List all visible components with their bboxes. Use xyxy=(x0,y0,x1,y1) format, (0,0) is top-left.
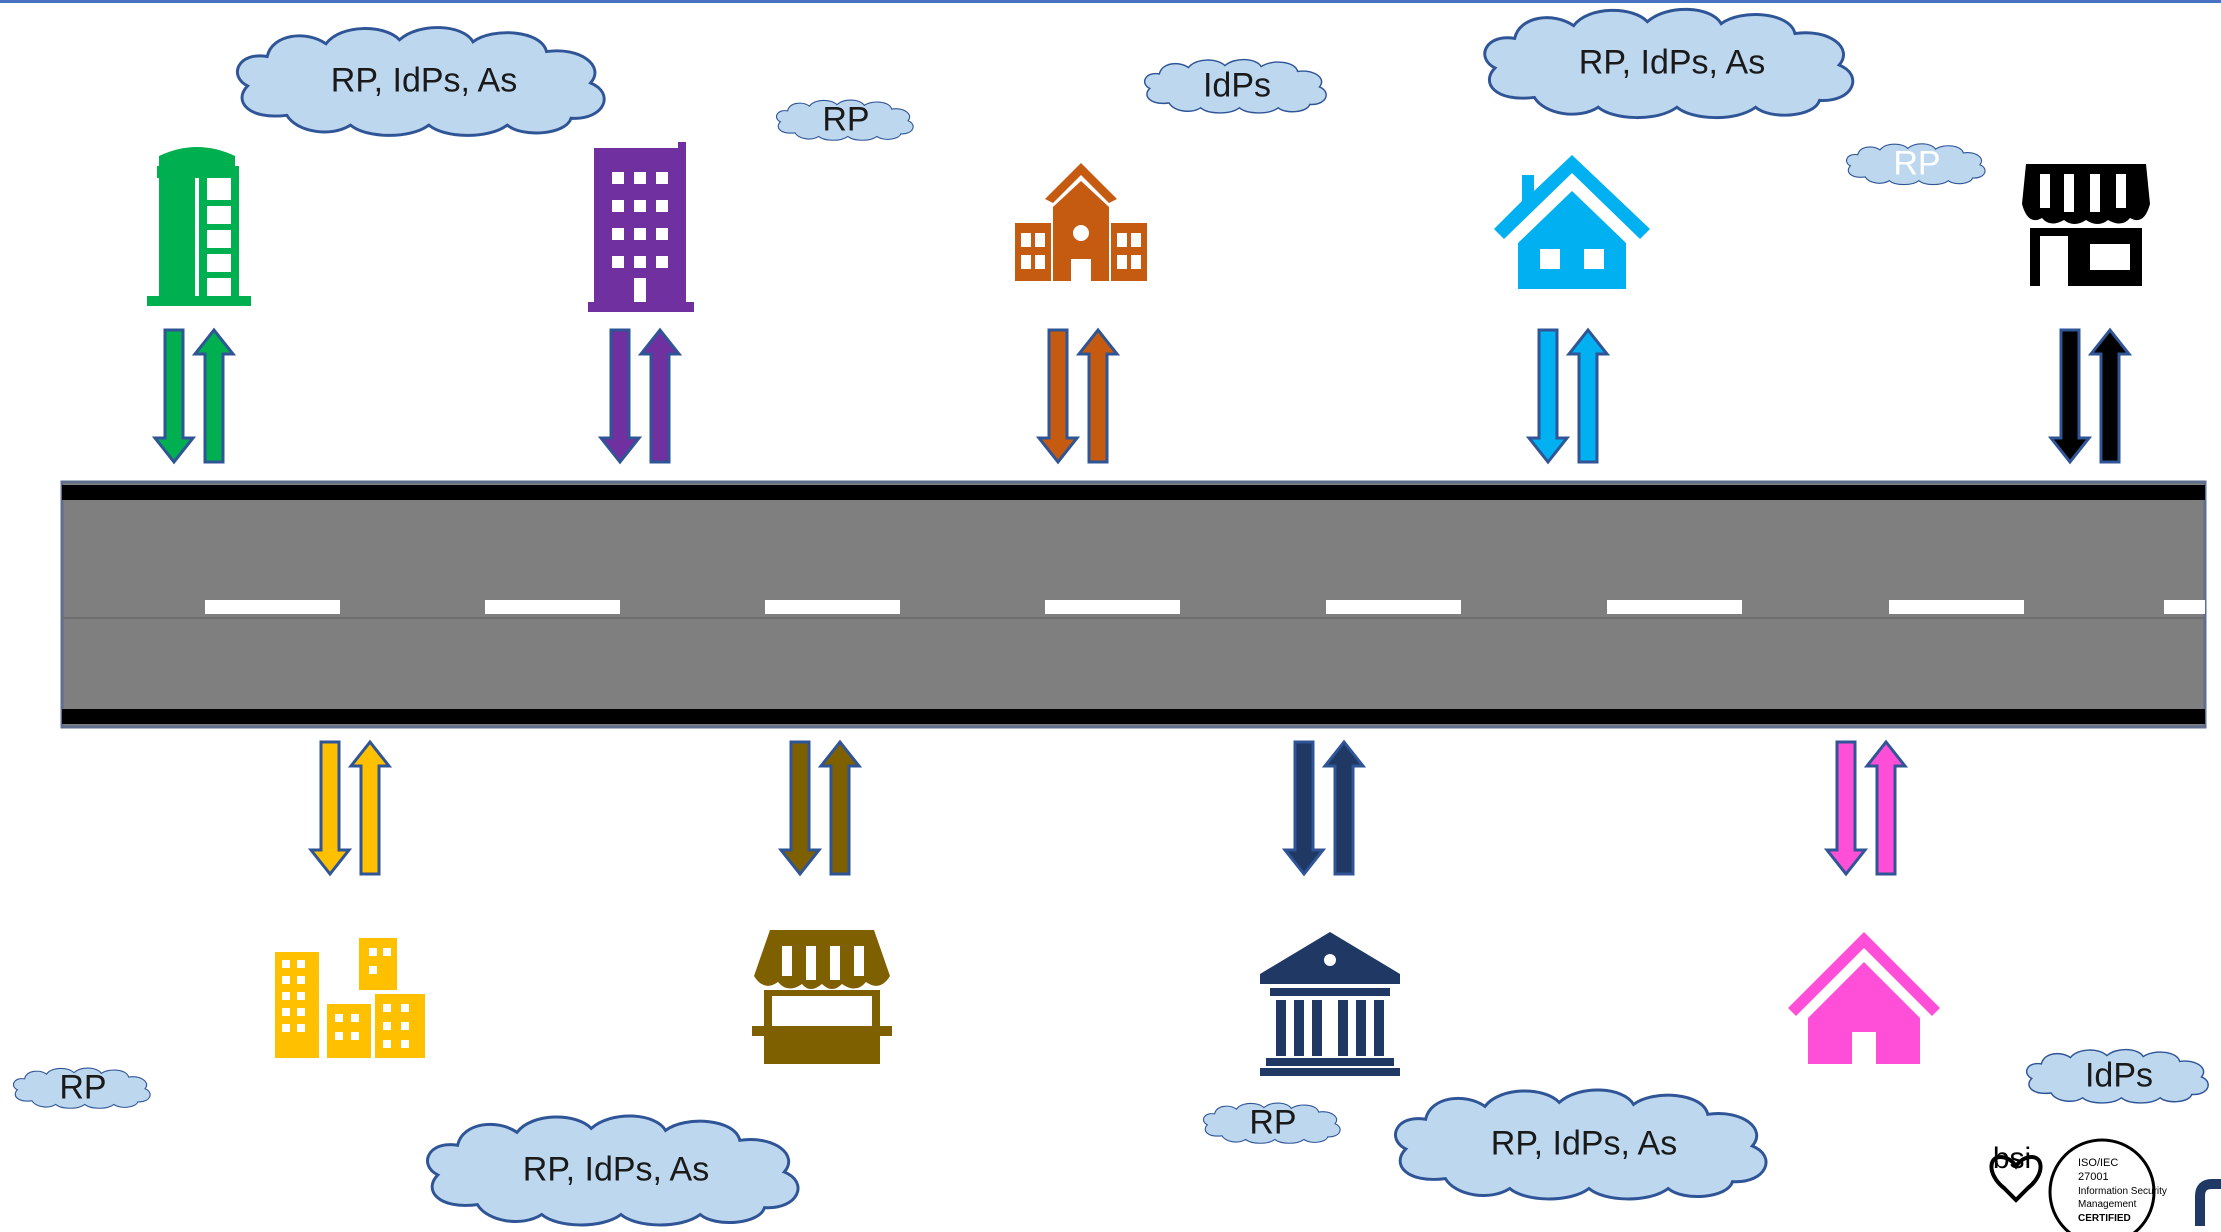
up-arrow xyxy=(1321,739,1367,876)
badge-line-1: ISO/IEC xyxy=(2078,1157,2118,1169)
road-edge-top xyxy=(62,485,2205,500)
top-rule xyxy=(0,0,2221,3)
lane-dashes xyxy=(205,600,2205,614)
down-arrow xyxy=(2047,328,2093,465)
arrow-pairs xyxy=(151,327,2133,877)
cloud-shape xyxy=(425,1114,800,1227)
cloud-shape xyxy=(1483,7,1855,120)
down-arrow xyxy=(307,740,353,877)
up-arrow xyxy=(1075,327,1121,464)
market-stall-icon xyxy=(752,930,892,1064)
up-arrow xyxy=(817,739,863,876)
badge-circle xyxy=(2048,1138,2156,1232)
cloud-shape xyxy=(12,1067,152,1110)
down-arrow xyxy=(1281,740,1327,877)
lane-dash xyxy=(1045,600,1180,614)
up-arrow xyxy=(1565,327,1611,464)
down-arrow xyxy=(151,328,197,465)
bank-icon xyxy=(1260,932,1400,1076)
road-edge-bottom xyxy=(62,709,2205,724)
cloud-shape xyxy=(235,26,606,137)
cloud-shape xyxy=(1393,1088,1768,1201)
up-arrow xyxy=(637,327,683,464)
down-arrow xyxy=(1035,328,1081,465)
badge-line-2: 27001 xyxy=(2078,1171,2109,1183)
up-arrow xyxy=(347,739,393,876)
road xyxy=(60,480,2207,729)
lane-dash xyxy=(485,600,620,614)
down-arrow xyxy=(1525,328,1571,465)
lane-dash xyxy=(205,600,340,614)
down-arrow xyxy=(777,740,823,877)
lane-dash xyxy=(1889,600,2024,614)
bsi-certification-badge: bsi ISO/IEC 27001 Information Security M… xyxy=(1989,1138,2167,1232)
lane-dash xyxy=(2164,600,2205,614)
up-arrow xyxy=(2087,327,2133,464)
silo-tower-icon xyxy=(147,147,251,306)
up-arrow xyxy=(191,327,237,464)
cloud-shape xyxy=(2025,1048,2210,1105)
down-arrow xyxy=(597,328,643,465)
school-icon xyxy=(1015,163,1147,281)
cloud-shape xyxy=(1143,58,1328,115)
cloud-shape xyxy=(775,99,915,142)
lane-dash xyxy=(765,600,900,614)
city-buildings-icon xyxy=(275,938,425,1058)
partner-logo-fragment xyxy=(2195,1179,2221,1226)
cloud-shape xyxy=(1845,142,1986,186)
badge-line-3: Information Security xyxy=(2078,1186,2167,1197)
badge-brand: bsi xyxy=(1993,1142,2031,1175)
house-icon xyxy=(1788,932,1940,1064)
office-building-icon xyxy=(588,142,694,312)
bsi-kitemark-icon xyxy=(1989,1155,2043,1203)
lane-dash xyxy=(1326,600,1461,614)
up-arrow xyxy=(1863,739,1909,876)
badge-line-5: CERTIFIED xyxy=(2078,1213,2131,1224)
lane-dash xyxy=(1607,600,1742,614)
house-icon xyxy=(1494,155,1650,289)
badge-line-4: Management xyxy=(2078,1199,2137,1210)
cloud-shape xyxy=(1202,1102,1342,1145)
down-arrow xyxy=(1823,740,1869,877)
storefront-icon xyxy=(2022,164,2150,286)
